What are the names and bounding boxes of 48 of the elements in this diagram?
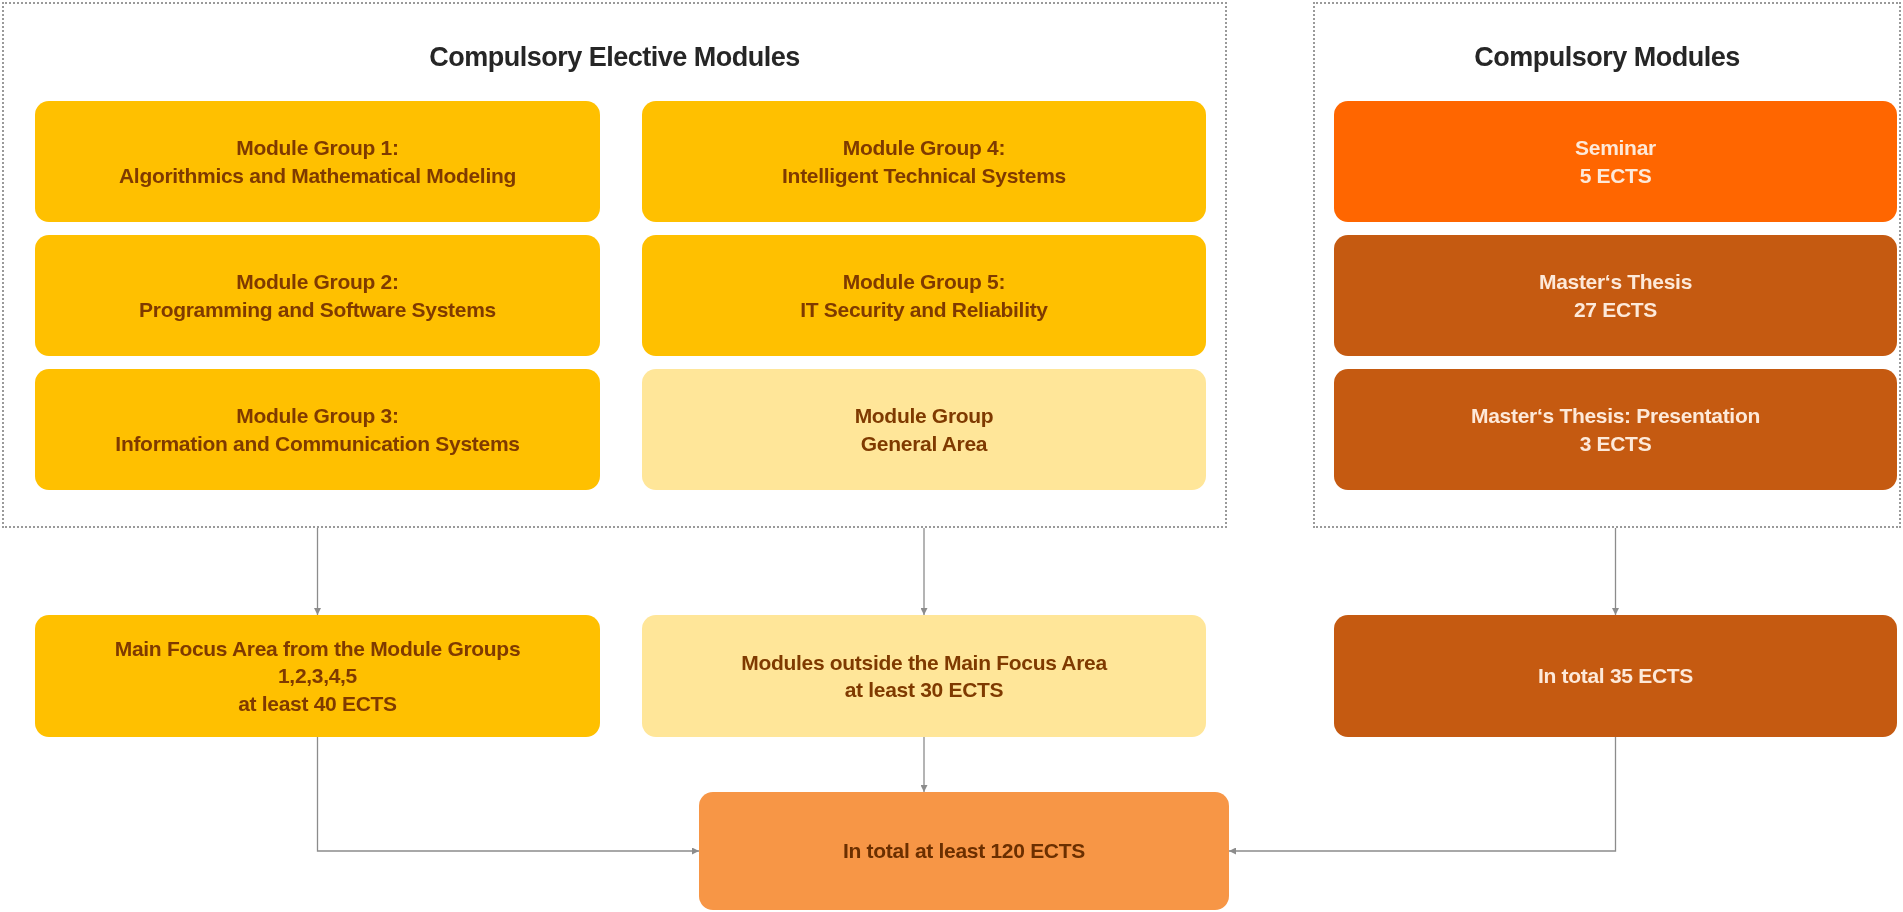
box-label: Master‘s Thesis: Presentation bbox=[1471, 403, 1760, 430]
box-label: 5 ECTS bbox=[1579, 162, 1652, 189]
module-box bbox=[1334, 101, 1897, 222]
group-panel bbox=[2, 2, 1227, 528]
box-label: 1,2,3,4,5 bbox=[277, 663, 357, 690]
module-box bbox=[642, 235, 1206, 356]
box-label: Module Group 3: bbox=[236, 403, 399, 430]
arrow bbox=[314, 527, 321, 616]
box-label: Module Group bbox=[854, 403, 994, 430]
module-box bbox=[1334, 615, 1897, 737]
module-box bbox=[35, 235, 600, 356]
box-label: Programming and Software Systems bbox=[139, 296, 496, 323]
module-box bbox=[642, 101, 1206, 222]
module-box bbox=[35, 101, 600, 222]
box-label: 3 ECTS bbox=[1579, 430, 1652, 457]
arrow bbox=[920, 527, 928, 616]
box-label: Information and Communication Systems bbox=[115, 430, 520, 457]
box-label: at least 40 ECTS bbox=[238, 690, 397, 717]
arrow bbox=[316, 736, 700, 855]
module-box bbox=[35, 615, 600, 737]
box-label: Module Group 2: bbox=[236, 269, 399, 296]
module-box bbox=[1334, 369, 1897, 490]
box-label: Module Group 5: bbox=[842, 269, 1006, 296]
box-label: Seminar bbox=[1575, 135, 1656, 162]
box-label: Module Group 1: bbox=[236, 135, 399, 162]
box-label: Main Focus Area from the Module Groups bbox=[114, 636, 521, 663]
box-label: 27 ECTS bbox=[1573, 296, 1658, 323]
box-label: In total at least 120 ECTS bbox=[843, 838, 1085, 865]
module-box bbox=[35, 369, 600, 490]
module-box bbox=[642, 615, 1206, 737]
box-label: Master‘s Thesis bbox=[1538, 269, 1693, 296]
panel-heading: Compulsory Elective Modules bbox=[428, 42, 801, 73]
box-label: at least 30 ECTS bbox=[844, 677, 1004, 703]
module-box bbox=[699, 792, 1229, 910]
group-panel bbox=[1313, 2, 1901, 528]
box-label: General Area bbox=[860, 430, 988, 457]
arrow bbox=[1612, 527, 1619, 616]
box-label: Intelligent Technical Systems bbox=[782, 162, 1066, 189]
box-label: IT Security and Reliability bbox=[800, 296, 1048, 323]
arrow bbox=[1228, 736, 1617, 855]
box-label: Algorithmics and Mathematical Modeling bbox=[119, 162, 516, 189]
arrow bbox=[920, 736, 928, 793]
module-box bbox=[1334, 235, 1897, 356]
box-label: Module Group 4: bbox=[842, 135, 1006, 162]
box-label: Modules outside the Main Focus Area bbox=[741, 649, 1107, 676]
box-label: In total 35 ECTS bbox=[1537, 663, 1694, 690]
module-box bbox=[642, 369, 1206, 490]
panel-heading: Compulsory Modules bbox=[1473, 42, 1741, 73]
